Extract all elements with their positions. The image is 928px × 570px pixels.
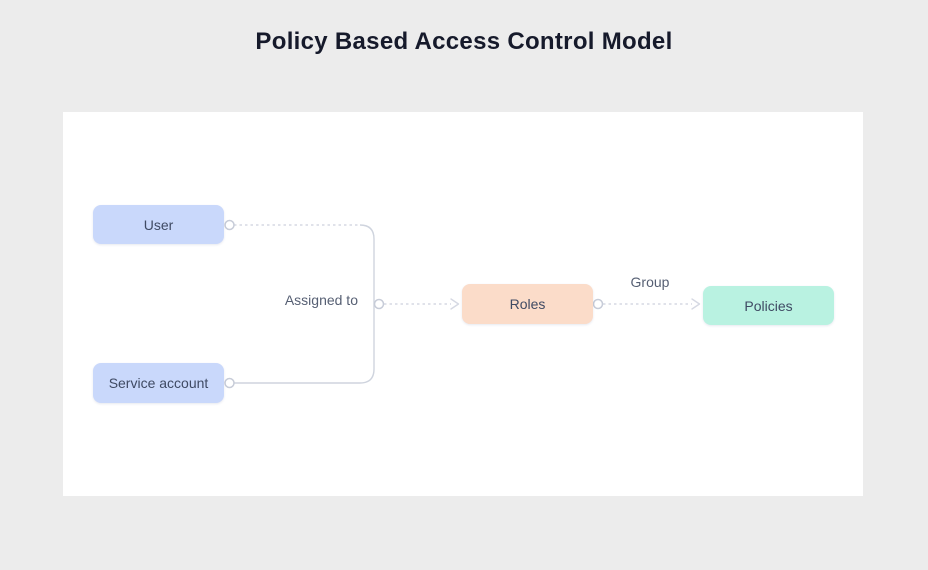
edge-label-assigned-to: Assigned to	[284, 292, 358, 308]
node-user[interactable]: User	[93, 205, 224, 244]
node-service-account[interactable]: Service account	[93, 363, 224, 403]
node-roles[interactable]: Roles	[462, 284, 593, 324]
edge-label-group: Group	[630, 274, 670, 290]
node-policies[interactable]: Policies	[703, 286, 834, 325]
page-title: Policy Based Access Control Model	[255, 28, 673, 55]
